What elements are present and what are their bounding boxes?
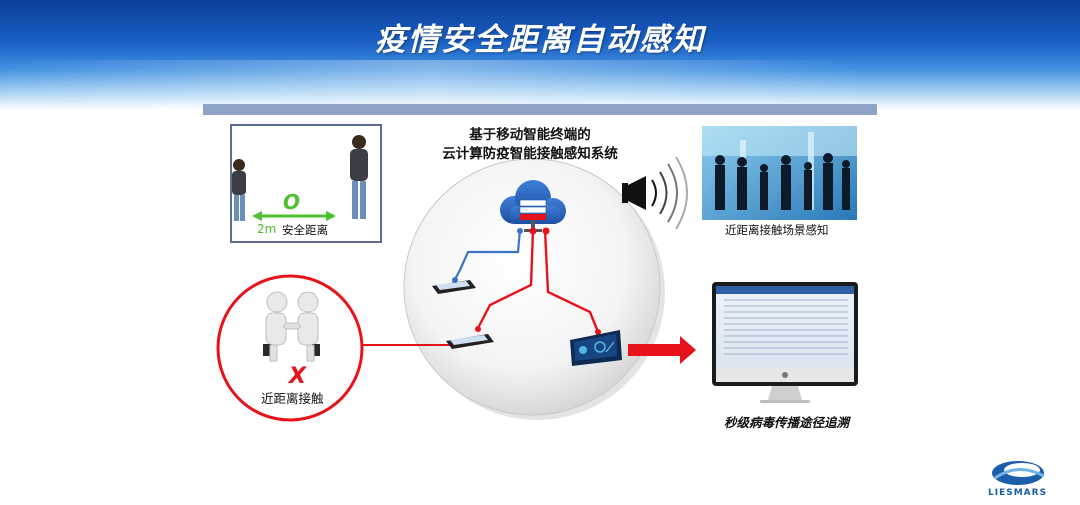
computer-monitor — [712, 282, 858, 403]
system-title-line-2: 云计算防疫智能接触感知系统 — [442, 146, 618, 162]
header-glow — [0, 60, 1080, 110]
liesmars-logo-icon — [992, 461, 1045, 485]
trace-label: 秒级病毒传播途径追溯 — [724, 415, 850, 430]
red-link-line-1 — [476, 229, 535, 329]
contact-fail-mark: X — [289, 364, 306, 389]
person-right-figure — [350, 135, 368, 219]
dashboard-screen — [570, 330, 622, 366]
person-left-figure — [232, 159, 246, 221]
phone-device-bottom — [446, 334, 494, 349]
close-contact-label: 近距离接触 — [261, 391, 324, 406]
safe-ok-mark: O — [283, 190, 301, 214]
red-link-line-2 — [543, 229, 600, 333]
distance-value: 2m — [257, 222, 277, 236]
close-contact-circle — [216, 274, 364, 422]
blue-link-line — [451, 229, 522, 286]
title-divider-bar — [203, 104, 877, 115]
system-title: 基于移动智能终端的 云计算防疫智能接触感知系统 — [395, 126, 665, 164]
office-scene-photo — [702, 126, 857, 220]
cloud-server-icon — [500, 180, 566, 232]
page-title: 疫情安全距离自动感知 — [375, 22, 705, 58]
safe-distance-label: 安全距离 — [282, 223, 328, 237]
scene-perception-label: 近距离接触场景感知 — [725, 223, 829, 237]
sensor-wave-icon — [622, 156, 688, 230]
logo-text: LIESMARS — [988, 488, 1048, 498]
header-banner — [0, 0, 1080, 110]
trace-arrow — [628, 336, 696, 364]
distance-arrow — [252, 211, 336, 221]
phone-device-top — [432, 277, 476, 294]
system-title-line-1: 基于移动智能终端的 — [469, 127, 591, 143]
